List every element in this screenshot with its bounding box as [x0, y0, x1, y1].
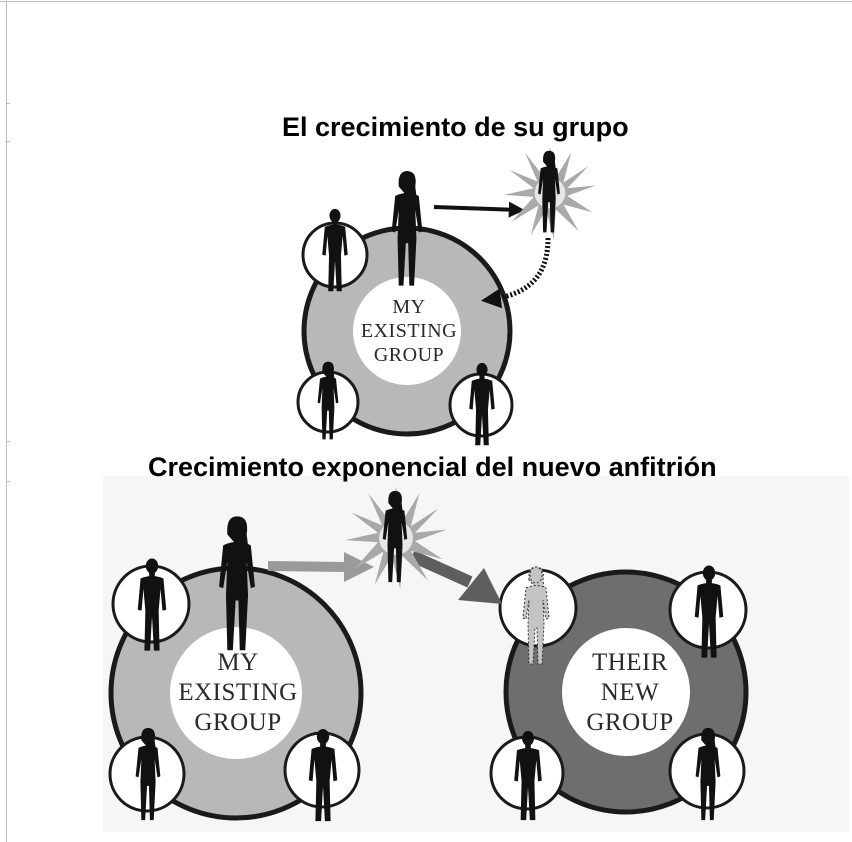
member-bubble — [111, 558, 191, 651]
group-center — [562, 628, 690, 756]
new-member-highlight — [503, 146, 597, 240]
bottom-existing-group: MY EXISTING GROUP — [108, 516, 364, 822]
frame-tick — [6, 481, 10, 482]
arrow-icon — [433, 201, 525, 218]
member-bubble — [668, 565, 748, 658]
group-label-line: THEIR — [592, 649, 668, 676]
member-bubble — [108, 727, 186, 821]
bottom-new-group: THEIR NEW GROUP — [489, 565, 749, 821]
bottom-arrow-to-new-group — [409, 550, 502, 604]
top-existing-group: MY EXISTING GROUP — [296, 171, 514, 446]
member-bubble — [448, 362, 514, 446]
arrow-icon — [267, 561, 347, 572]
frame-tick — [6, 141, 10, 142]
frame-tick — [6, 441, 10, 442]
bottom-diagram-title: Crecimiento exponencial del nuevo anfitr… — [148, 452, 717, 482]
arrow-icon — [409, 550, 473, 588]
top-diagram-title: El crecimiento de su grupo — [282, 112, 629, 142]
bottom-arrow-to-new-member — [267, 552, 374, 582]
member-bubble — [489, 730, 565, 821]
arrow-head-icon — [458, 568, 502, 604]
member-bubble — [301, 208, 369, 292]
member-bubble — [283, 728, 361, 822]
group-center — [170, 627, 302, 759]
group-label-line: MY — [217, 649, 258, 676]
group-label-line: GROUP — [194, 709, 281, 736]
group-label-line: EXISTING — [361, 320, 457, 342]
member-bubble — [296, 361, 360, 440]
group-center — [353, 277, 461, 385]
group-label-line: GROUP — [374, 344, 444, 366]
member-bubble — [668, 727, 746, 821]
member-bubble — [498, 566, 578, 665]
group-label-line: EXISTING — [178, 679, 297, 706]
frame-tick — [6, 103, 10, 104]
arrow-head-icon — [344, 552, 374, 582]
group-label-line: GROUP — [586, 709, 673, 736]
arrow-icon — [481, 237, 551, 309]
group-label-line: MY — [392, 296, 425, 318]
frame-left-line — [6, 1, 7, 842]
frame-top-line — [0, 1, 852, 2]
group-label-line: NEW — [601, 679, 659, 706]
